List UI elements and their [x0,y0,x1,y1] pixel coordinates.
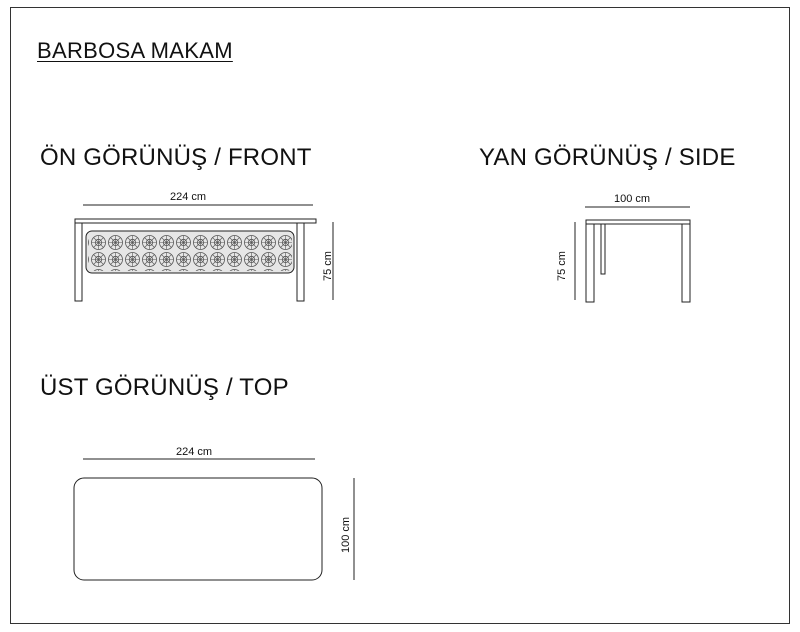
front-view [74,204,334,302]
side-apron [600,223,606,275]
top-view [73,458,355,581]
front-height-dimension-label: 75 cm [322,251,334,281]
top-depth-dimension-label: 100 cm [340,516,352,553]
side-width-dimension-label: 100 cm [614,193,651,205]
sheet-frame [10,7,790,624]
front-decorative-pattern [88,233,292,271]
side-right-leg [681,223,691,303]
front-tabletop [74,218,317,224]
side-view [574,206,691,303]
front-right-leg [296,222,305,302]
top-width-dimension-label: 224 cm [176,446,213,458]
front-left-leg [74,222,83,302]
side-tabletop [585,219,691,225]
side-left-leg [585,223,595,303]
side-view-label: YAN GÖRÜNÜŞ / SIDE [479,144,736,171]
product-title: BARBOSA MAKAM [37,38,233,63]
top-tabletop-outline [73,477,323,581]
side-height-dimension-label: 75 cm [556,251,568,281]
front-view-label: ÖN GÖRÜNÜŞ / FRONT [40,144,312,171]
front-width-dimension-label: 224 cm [170,191,207,203]
top-view-label: ÜST GÖRÜNÜŞ / TOP [40,374,289,401]
